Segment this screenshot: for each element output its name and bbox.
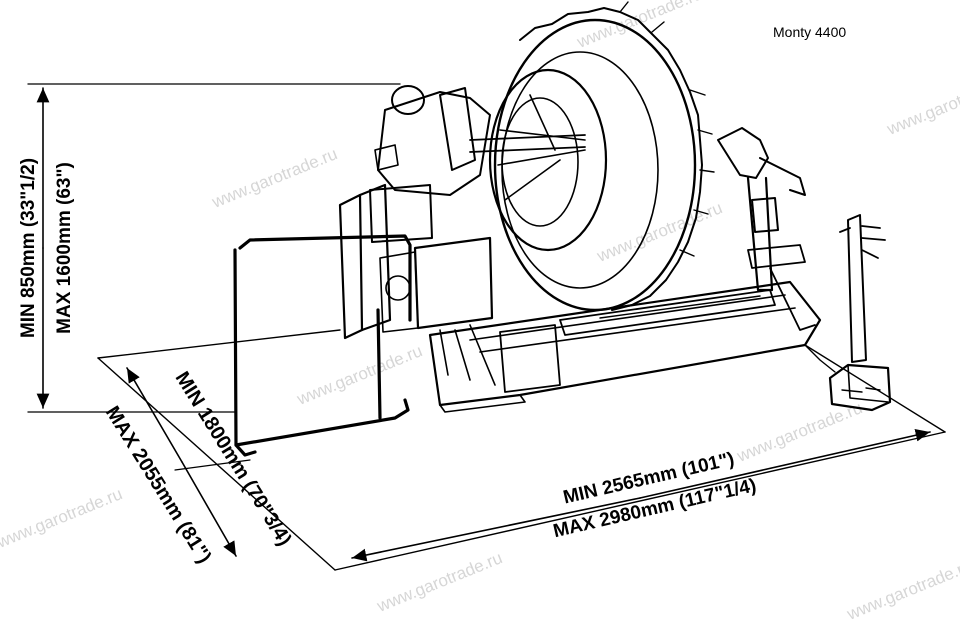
depth-dimension: MIN 1800mm (70"3/4) MAX 2055mm (81") xyxy=(101,367,296,567)
height-max-label: MAX 1600mm (63") xyxy=(54,162,75,334)
model-label: Monty 4400 xyxy=(773,24,847,40)
length-dimension: MIN 2565mm (101") MAX 2980mm (117"1/4) xyxy=(351,428,931,562)
height-dimension: MIN 850mm (33"1/2) MAX 1600mm (63") xyxy=(18,83,401,413)
watermark-text: www.garotrade.ru xyxy=(883,71,960,139)
watermark-text: www.garotrade.ru xyxy=(573,0,705,52)
watermark-text: www.garotrade.ru xyxy=(208,144,340,212)
tyre-changer-machine xyxy=(233,1,892,457)
height-min-label: MIN 850mm (33"1/2) xyxy=(18,158,39,338)
watermark-text: www.garotrade.ru xyxy=(373,548,505,616)
watermark-text: www.garotrade.ru xyxy=(843,556,960,624)
watermark-text: www.garotrade.ru xyxy=(593,198,725,266)
footprint-outline xyxy=(97,329,946,571)
watermark-text: www.garotrade.ru xyxy=(0,484,125,552)
watermark-text: www.garotrade.ru xyxy=(733,398,865,466)
